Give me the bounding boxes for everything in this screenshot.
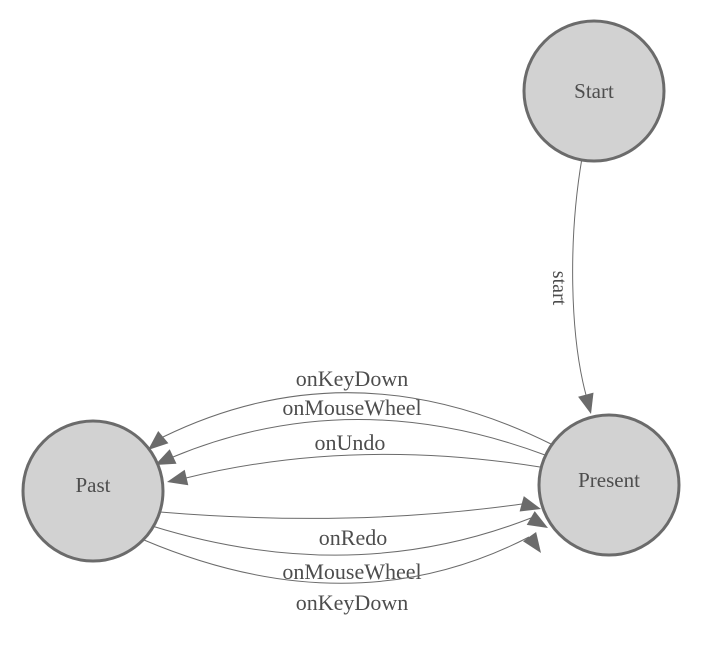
arrowhead-onmousewheel-bottom (526, 511, 548, 528)
edge-label-onmousewheel-top: onMouseWheel (282, 395, 421, 420)
edge-present-to-past-onkeydown: onKeyDown (148, 366, 552, 450)
edge-label-start: start (548, 271, 570, 306)
edge-label-onmousewheel-bottom: onMouseWheel (282, 559, 421, 584)
node-label-past: Past (75, 473, 110, 497)
arrowhead-start-present (578, 392, 594, 414)
node-start[interactable]: Start (522, 19, 666, 163)
arrowhead-onundo (167, 469, 189, 486)
arrowhead-onkeydown-top (148, 431, 169, 450)
edge-label-onredo: onRedo (319, 525, 387, 550)
edge-present-to-past-onmousewheel: onMouseWheel (155, 395, 546, 465)
edge-start-to-present: start (548, 157, 594, 414)
edge-path-onundo (185, 453, 541, 479)
edge-label-onkeydown-bottom: onKeyDown (296, 590, 408, 615)
node-circle-present[interactable] (537, 413, 681, 557)
edge-past-to-present-onmousewheel: onMouseWheel (151, 511, 548, 584)
edge-path-onmousewheel-top (172, 419, 546, 458)
edge-label-onundo: onUndo (315, 430, 386, 455)
arrowhead-onkeydown-bottom (523, 532, 541, 553)
edge-path-start (572, 157, 587, 396)
edge-past-to-present-onkeydown: onKeyDown (143, 532, 541, 615)
arrowhead-onmousewheel-top (155, 449, 177, 465)
edge-label-onkeydown-top: onKeyDown (296, 366, 408, 391)
edge-present-to-past-onundo: onUndo (167, 430, 541, 486)
node-label-present: Present (578, 468, 640, 492)
node-label-start: Start (574, 79, 614, 103)
node-circle-past[interactable] (21, 419, 165, 563)
edge-path-onkeydown-bottom (143, 536, 530, 584)
edge-path-onkeydown-top (162, 392, 552, 445)
node-past[interactable]: Past (21, 419, 165, 563)
arrowhead-onredo (519, 496, 541, 512)
node-present[interactable]: Present (537, 413, 681, 557)
edge-past-to-present-onredo: onRedo (159, 496, 541, 550)
edge-path-onredo (159, 503, 523, 519)
edge-path-onmousewheel-bottom (151, 517, 532, 556)
node-circle-start[interactable] (522, 19, 666, 163)
